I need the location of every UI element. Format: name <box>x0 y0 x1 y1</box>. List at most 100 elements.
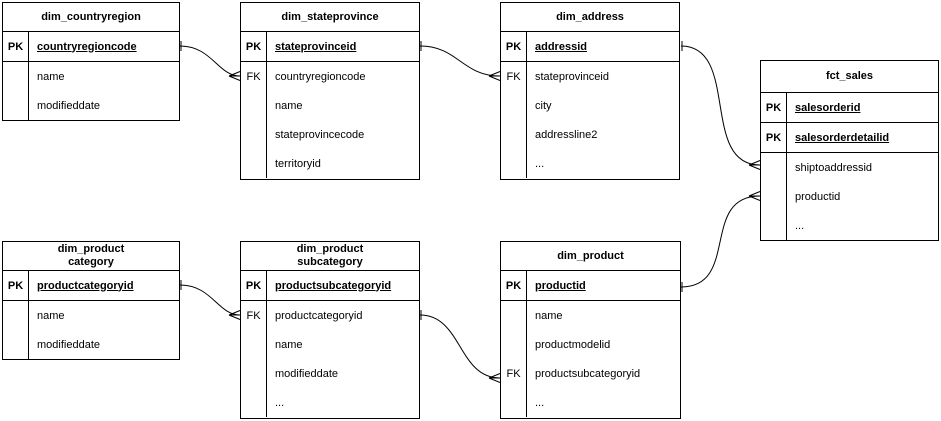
key-column <box>761 153 787 240</box>
attribute-field[interactable]: addressline2 <box>535 128 598 141</box>
attribute-group: FK productcategoryid name modifieddate... <box>241 301 419 417</box>
key-badge <box>501 120 526 149</box>
key-badge: FK <box>246 70 261 83</box>
attribute-field[interactable]: modifieddate <box>275 367 338 380</box>
relationship-productsubcategory-to-product <box>419 310 501 383</box>
field-column: countryregioncode name stateprovincecode te… <box>267 62 419 178</box>
field-column: salesorderid <box>787 93 938 122</box>
attribute-group: shiptoaddressid productid... <box>761 153 938 240</box>
attribute-group: FK name productmodelid productsubcategoryid… <box>501 301 680 417</box>
primary-key-field[interactable]: productid <box>535 279 586 292</box>
field-column: countryregioncode <box>29 32 179 61</box>
key-badge <box>241 388 266 417</box>
attribute-field[interactable]: ... <box>535 157 545 170</box>
relationship-line <box>179 284 241 316</box>
attribute-field[interactable]: modifieddate <box>37 338 100 351</box>
attribute-field[interactable]: modifieddate <box>37 99 100 112</box>
primary-key-field[interactable]: salesorderdetailid <box>795 131 890 144</box>
key-badge <box>241 120 266 149</box>
attribute-field[interactable]: stateprovinceid <box>535 70 609 83</box>
cardinality-many-marker <box>748 191 761 201</box>
key-column <box>3 62 29 120</box>
cardinality-many-marker <box>488 71 501 81</box>
key-column: PK <box>761 93 787 122</box>
relationship-line <box>680 195 761 288</box>
attribute-field[interactable]: ... <box>535 396 545 409</box>
relationship-countryregion-to-stateprovince <box>179 41 241 81</box>
attribute-field[interactable]: name <box>37 309 65 322</box>
key-badge <box>761 153 786 182</box>
attribute-field[interactable]: name <box>275 99 303 112</box>
key-badge: FK <box>246 309 261 322</box>
attribute-field[interactable]: countryregioncode <box>275 70 366 83</box>
key-column: FK <box>501 62 527 178</box>
attribute-field[interactable]: productcategoryid <box>275 309 363 322</box>
field-column: name modifieddate <box>29 62 179 120</box>
attribute-group: PK salesorderid <box>761 93 938 123</box>
field-column: shiptoaddressid productid... <box>787 153 938 240</box>
key-badge: PK <box>765 101 782 114</box>
relationship-line <box>419 314 501 379</box>
key-badge <box>501 330 526 359</box>
field-column: productid <box>527 271 680 300</box>
primary-key-field[interactable]: salesorderid <box>795 101 861 114</box>
key-column: PK <box>3 271 29 300</box>
key-column: PK <box>761 123 787 152</box>
attribute-field[interactable]: name <box>275 338 303 351</box>
key-badge <box>241 330 266 359</box>
cardinality-many-marker <box>228 71 241 81</box>
attribute-field[interactable]: ... <box>795 219 805 232</box>
primary-key-field[interactable]: countryregioncode <box>37 40 137 53</box>
key-column: FK <box>241 301 267 417</box>
field-column: productsubcategoryid <box>267 271 419 300</box>
key-badge: PK <box>505 40 522 53</box>
field-column: stateprovinceid city addressline2... <box>527 62 679 178</box>
attribute-field[interactable]: productid <box>795 190 841 203</box>
cardinality-many-marker <box>228 310 241 320</box>
relationship-productcategory-to-productsubcategory <box>179 280 241 320</box>
attribute-group: name modifieddate <box>3 62 179 120</box>
key-badge: FK <box>506 70 521 83</box>
key-badge <box>761 211 786 240</box>
key-column: PK <box>3 32 29 61</box>
field-column: productcategoryid <box>29 271 179 300</box>
primary-key-field[interactable]: addressid <box>535 40 587 53</box>
attribute-field[interactable]: stateprovincecode <box>275 128 365 141</box>
attribute-field[interactable]: territoryid <box>275 157 321 170</box>
cardinality-many-marker <box>488 373 501 383</box>
attribute-field[interactable]: name <box>535 309 563 322</box>
attribute-field[interactable]: shiptoaddressid <box>795 161 873 174</box>
relationship-line <box>179 45 241 77</box>
field-column: name modifieddate <box>29 301 179 359</box>
attribute-field[interactable]: productsubcategoryid <box>535 367 641 380</box>
key-badge <box>501 301 526 330</box>
field-column: productcategoryid name modifieddate... <box>267 301 419 417</box>
attribute-field[interactable]: ... <box>275 396 285 409</box>
key-badge <box>241 359 266 388</box>
entity-title-fct_sales: fct_sales <box>761 61 938 93</box>
key-badge: FK <box>506 367 521 380</box>
attribute-field[interactable]: name <box>37 70 65 83</box>
key-badge <box>3 91 28 120</box>
attribute-field[interactable]: productmodelid <box>535 338 611 351</box>
key-badge: PK <box>7 279 24 292</box>
attribute-group: PK addressid <box>501 32 679 62</box>
primary-key-field[interactable]: stateprovinceid <box>275 40 357 53</box>
key-column: FK <box>241 62 267 178</box>
attribute-field[interactable]: city <box>535 99 552 112</box>
primary-key-field[interactable]: productsubcategoryid <box>275 279 392 292</box>
primary-key-field[interactable]: productcategoryid <box>37 279 134 292</box>
key-badge <box>241 91 266 120</box>
key-badge <box>3 301 28 330</box>
key-badge <box>761 182 786 211</box>
relationship-address-to-fctsales <box>680 41 761 170</box>
